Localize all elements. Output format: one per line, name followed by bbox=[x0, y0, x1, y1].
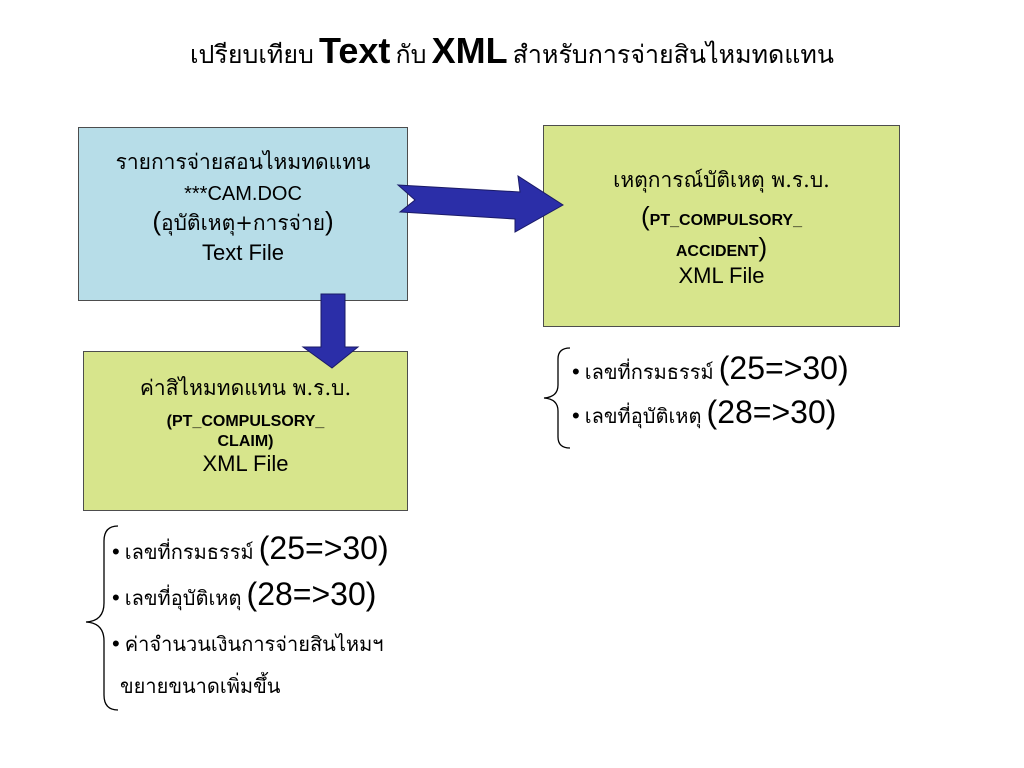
text-box-type: Text File bbox=[202, 240, 284, 265]
text-box-contents: (อุบัติเหตุ+การจ่าย) bbox=[152, 206, 334, 236]
accident-box-table-line2: ACCIDENT) bbox=[675, 232, 768, 262]
text-box-title: รายการจ่ายสอนไหมทดแทน bbox=[115, 150, 371, 174]
claim-box-table-line2: CLAIM) bbox=[217, 433, 274, 450]
accident-xml-box: เหตุการณ์บัติเหตุ พ.ร.บ. (PT_COMPULSORY_… bbox=[543, 125, 900, 327]
accident-note-policy-number: • เลขที่กรมธรรม์ (25=>30) bbox=[572, 350, 849, 386]
accident-note-accident-number: • เลขที่อุบัติเหตุ (28=>30) bbox=[572, 394, 837, 430]
accident-notes-list: • เลขที่กรมธรรม์ (25=>30) • เลขที่อุบัติ… bbox=[572, 350, 849, 438]
accident-box-table-line1: (PT_COMPULSORY_ bbox=[641, 201, 802, 231]
title-part-xml: XML bbox=[431, 30, 508, 71]
accident-notes-brace-icon bbox=[543, 347, 571, 449]
claim-note-amount-continued: ขยายขนาดเพิ่มขึ้น bbox=[120, 674, 281, 698]
claim-notes-brace-icon bbox=[85, 525, 119, 711]
claim-note-amount: • ค่าจำนวนเงินการจ่ายสินไหมฯ bbox=[112, 631, 384, 656]
claim-note-accident-number: • เลขที่อุบัติเหตุ (28=>30) bbox=[112, 576, 377, 612]
claim-note-policy-number: • เลขที่กรมธรรม์ (25=>30) bbox=[112, 530, 389, 566]
title-part-compare: เปรียบเทียบ bbox=[190, 40, 314, 69]
slide-title: เปรียบเทียบ Text กับ XML สำหรับการจ่ายสิ… bbox=[0, 30, 1024, 75]
claim-notes-list: • เลขที่กรมธรรม์ (25=>30) • เลขที่อุบัติ… bbox=[112, 530, 389, 702]
title-part-text: Text bbox=[319, 30, 391, 71]
claim-xml-box: ค่าสิไหมทดแทน พ.ร.บ. (PT_COMPULSORY_ CLA… bbox=[83, 351, 408, 511]
arrow-right-shape bbox=[396, 174, 564, 233]
accident-box-title: เหตุการณ์บัติเหตุ พ.ร.บ. bbox=[613, 168, 830, 192]
title-part-claims: สำหรับการจ่ายสินไหมทดแทน bbox=[512, 40, 834, 69]
accident-box-type: XML File bbox=[678, 263, 765, 288]
claim-box-title: ค่าสิไหมทดแทน พ.ร.บ. bbox=[139, 376, 352, 400]
title-part-with: กับ bbox=[395, 40, 427, 69]
text-box-filename: ***CAM.DOC bbox=[184, 183, 302, 205]
claim-box-type: XML File bbox=[202, 451, 289, 476]
text-file-box: รายการจ่ายสอนไหมทดแทน ***CAM.DOC (อุบัติ… bbox=[78, 127, 408, 301]
claim-box-table-line1: (PT_COMPULSORY_ bbox=[166, 413, 325, 430]
